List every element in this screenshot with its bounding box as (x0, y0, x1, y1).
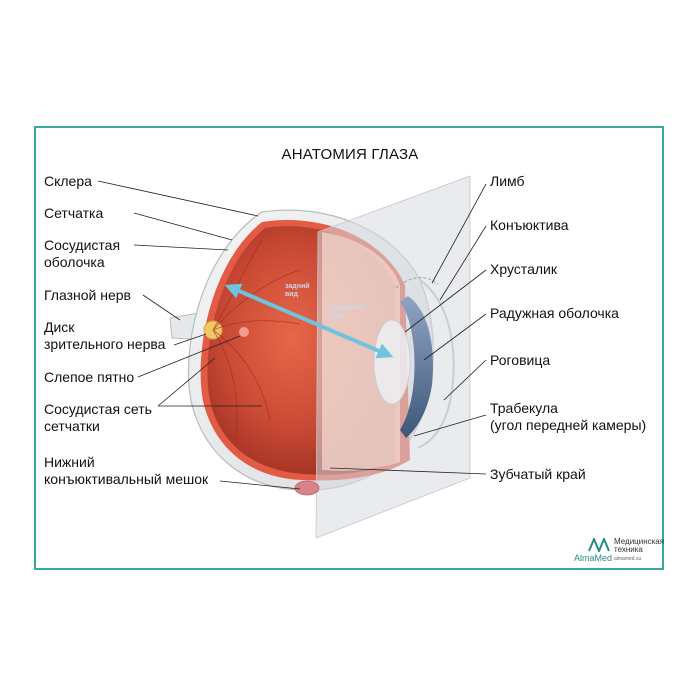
logo-tagline-2: техника (614, 545, 643, 554)
limbus-outline (395, 277, 439, 289)
logo-url: almamed.su (614, 556, 642, 562)
logo-name: AlmaMed (574, 553, 613, 563)
label-choroid: Сосудистая оболочка (44, 237, 121, 270)
leader-ora-serrata (329, 467, 487, 475)
lens-shape (373, 319, 411, 405)
label-ora-serrata: Зубчатый край (490, 466, 586, 482)
label-blind-spot: Слепое пятно (44, 369, 135, 385)
label-limbus: Лимб (490, 173, 525, 189)
leader-limbus (431, 183, 487, 284)
leader-iris (423, 313, 487, 361)
leader-conjunctiva (439, 225, 487, 301)
cornea-shape (417, 279, 455, 449)
logo-mark-icon (588, 538, 610, 552)
conjunctival-sac-shape (294, 480, 320, 496)
leader-optic-nerve (142, 294, 181, 321)
leader-vessels-a (157, 357, 216, 407)
label-optic-disc: Диск зрительного нерва (44, 319, 166, 352)
leader-sclera (97, 180, 259, 217)
label-cornea: Роговица (490, 352, 551, 368)
leader-lens (404, 269, 487, 333)
label-lens: Хрусталик (490, 261, 557, 277)
label-sclera: Склера (44, 173, 92, 189)
leader-trabecula (413, 414, 487, 437)
label-iris: Радужная оболочка (490, 305, 619, 321)
logo-tagline-1: Медицинская (614, 537, 665, 546)
leader-blind-spot (137, 335, 241, 378)
view-arrow (224, 283, 394, 359)
view-label-rear: задний вид (285, 283, 310, 298)
brand-logo: AlmaMed Медицинская техника almamed.su (574, 538, 664, 568)
label-retinal-vessels: Сосудистая сеть сетчатки (44, 401, 152, 434)
view-label-front: передний вид (330, 304, 364, 319)
leader-retina (133, 212, 233, 241)
label-conjunctiva: Конъюктива (490, 217, 569, 233)
iris-shape (400, 296, 433, 438)
leader-optic-disc (173, 333, 207, 346)
label-optic-nerve: Глазной нерв (44, 287, 131, 303)
leader-conjunctival-sac (219, 480, 301, 490)
label-retina: Сетчатка (44, 205, 104, 221)
label-trabecula: Трабекула (угол передней камеры) (490, 400, 647, 433)
leader-choroid (133, 244, 229, 251)
blind-spot-shape (239, 327, 249, 337)
label-conjunctival-sac: Нижний конъюктивальный мешок (44, 454, 209, 487)
diagram-title: АНАТОМИЯ ГЛАЗА (281, 146, 419, 163)
leader-cornea (443, 359, 487, 401)
